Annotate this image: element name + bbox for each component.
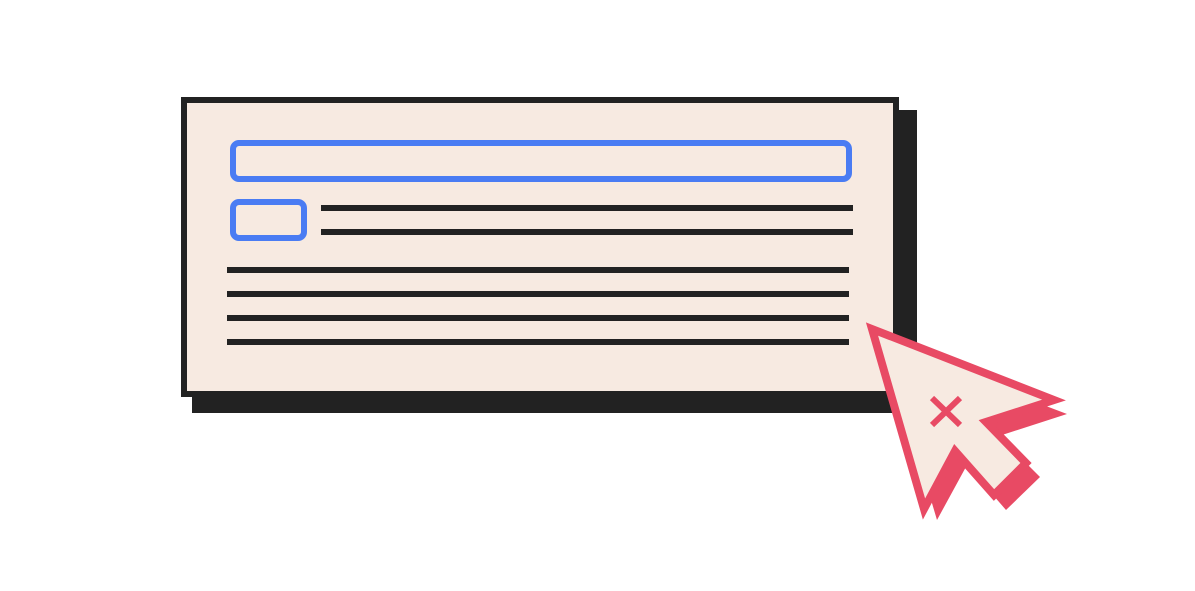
text-line (227, 339, 849, 345)
text-line (227, 291, 849, 297)
wireframe-small-button (230, 199, 307, 241)
text-line (227, 315, 849, 321)
text-line (227, 267, 849, 273)
text-line (321, 229, 853, 235)
wireframe-card (181, 97, 899, 397)
wireframe-search-bar (230, 140, 852, 182)
x-mark-icon (929, 395, 963, 428)
text-line (321, 205, 853, 211)
